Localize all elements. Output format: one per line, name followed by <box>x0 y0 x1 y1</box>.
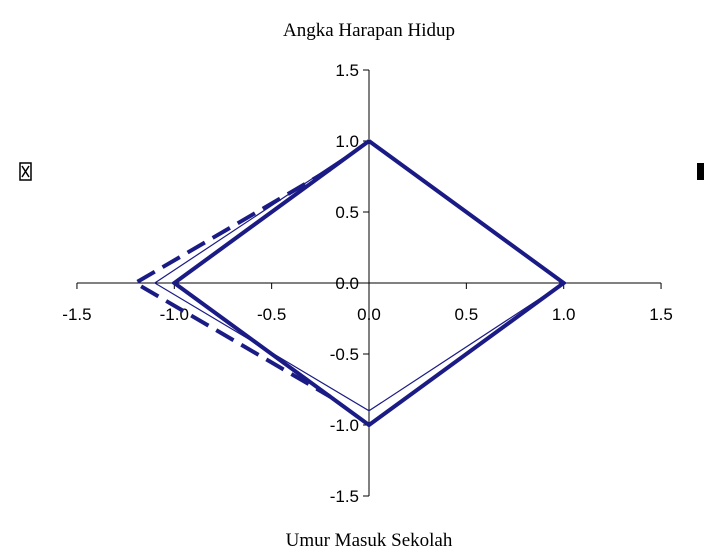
x-tick-label: -1.5 <box>62 305 91 324</box>
bottom-axis-label: Umur Masuk Sekolah <box>286 530 453 551</box>
left-side-glyph <box>19 162 32 181</box>
x-tick-label: 0.0 <box>357 305 381 324</box>
y-tick-label: -1.5 <box>330 487 359 506</box>
series-group <box>131 139 568 428</box>
x-tick-label: 0.5 <box>455 305 479 324</box>
right-side-glyph <box>697 163 704 180</box>
y-tick-label: -1.0 <box>330 416 359 435</box>
series-line-dashed-thick <box>131 167 332 399</box>
y-tick-label: 1.0 <box>335 132 359 151</box>
x-tick-label: 1.0 <box>552 305 576 324</box>
x-tick-label: -0.5 <box>257 305 286 324</box>
tick-labels: -1.5 -1.0 -0.5 0.0 0.5 1.0 1.5 1.5 1.0 0.5 0.0 -0.5… <box>62 61 673 506</box>
x-tick-label: 1.5 <box>649 305 673 324</box>
top-axis-label: Angka Harapan Hidup <box>283 20 455 41</box>
y-tick-label: -0.5 <box>330 345 359 364</box>
y-tick-label: 0.5 <box>335 203 359 222</box>
series-line-solid-thin <box>153 140 565 412</box>
axes <box>76 69 662 497</box>
y-tick-label: 1.5 <box>335 61 359 80</box>
y-tick-label: 0.0 <box>335 274 359 293</box>
